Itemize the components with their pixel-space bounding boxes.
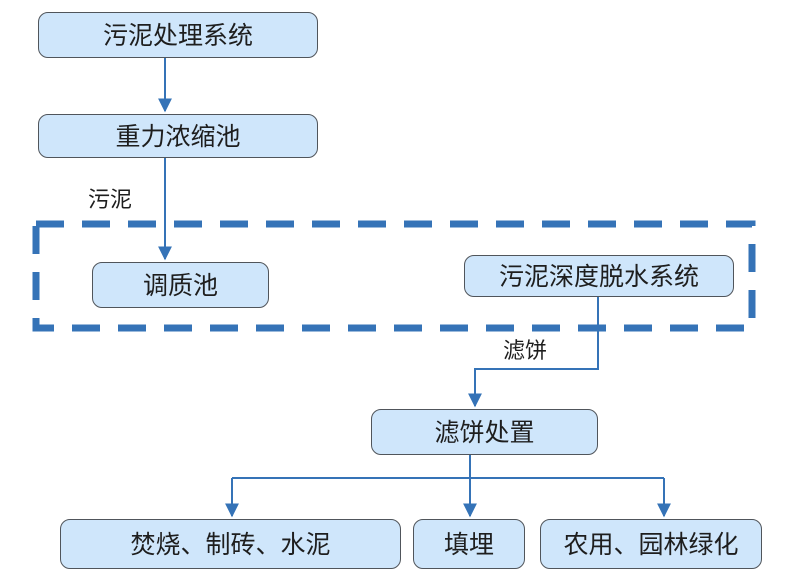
dashed-group-boundary xyxy=(32,220,756,332)
node-conditioning-tank: 调质池 xyxy=(92,262,269,308)
node-filter-cake-disposal: 滤饼处置 xyxy=(371,409,598,455)
node-deep-dewatering-system-label: 污泥深度脱水系统 xyxy=(498,261,699,291)
node-conditioning-tank-label: 调质池 xyxy=(142,270,218,300)
node-agriculture-landscaping: 农用、园林绿化 xyxy=(540,519,762,569)
node-landfill: 填埋 xyxy=(413,519,525,569)
node-sludge-treatment-system-label: 污泥处理系统 xyxy=(102,20,253,50)
node-incineration-brick-cement-label: 焚烧、制砖、水泥 xyxy=(130,529,331,559)
node-landfill-label: 填埋 xyxy=(443,529,494,559)
edge-label-sludge: 污泥 xyxy=(88,190,132,212)
arrow-dewatering-to-filter-cake xyxy=(468,297,599,408)
node-gravity-thickener: 重力浓缩池 xyxy=(38,114,318,158)
node-incineration-brick-cement: 焚烧、制砖、水泥 xyxy=(60,519,401,569)
node-agriculture-landscaping-label: 农用、园林绿化 xyxy=(563,529,739,559)
node-gravity-thickener-label: 重力浓缩池 xyxy=(115,121,241,151)
edge-label-sludge-text: 污泥 xyxy=(88,188,133,213)
node-sludge-treatment-system: 污泥处理系统 xyxy=(38,12,318,58)
edge-label-filter-cake: 滤饼 xyxy=(503,341,547,363)
node-deep-dewatering-system: 污泥深度脱水系统 xyxy=(464,255,734,297)
node-filter-cake-disposal-label: 滤饼处置 xyxy=(434,417,535,447)
edge-label-filter-cake-text: 滤饼 xyxy=(503,339,548,364)
